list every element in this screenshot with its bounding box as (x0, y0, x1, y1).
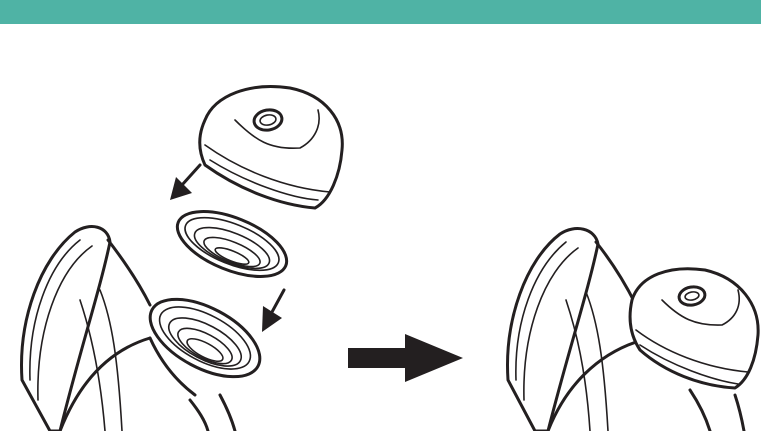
assembled-valve-cap-icon (630, 269, 758, 388)
arrow-down-left-lower-icon (262, 290, 284, 332)
arrow-down-left-upper-icon (170, 165, 200, 200)
silicone-diaphragm-icon (168, 198, 295, 290)
valve-cap-icon (200, 87, 343, 208)
arrow-right-icon (348, 334, 463, 382)
diaphragm-seat-icon (138, 283, 272, 392)
